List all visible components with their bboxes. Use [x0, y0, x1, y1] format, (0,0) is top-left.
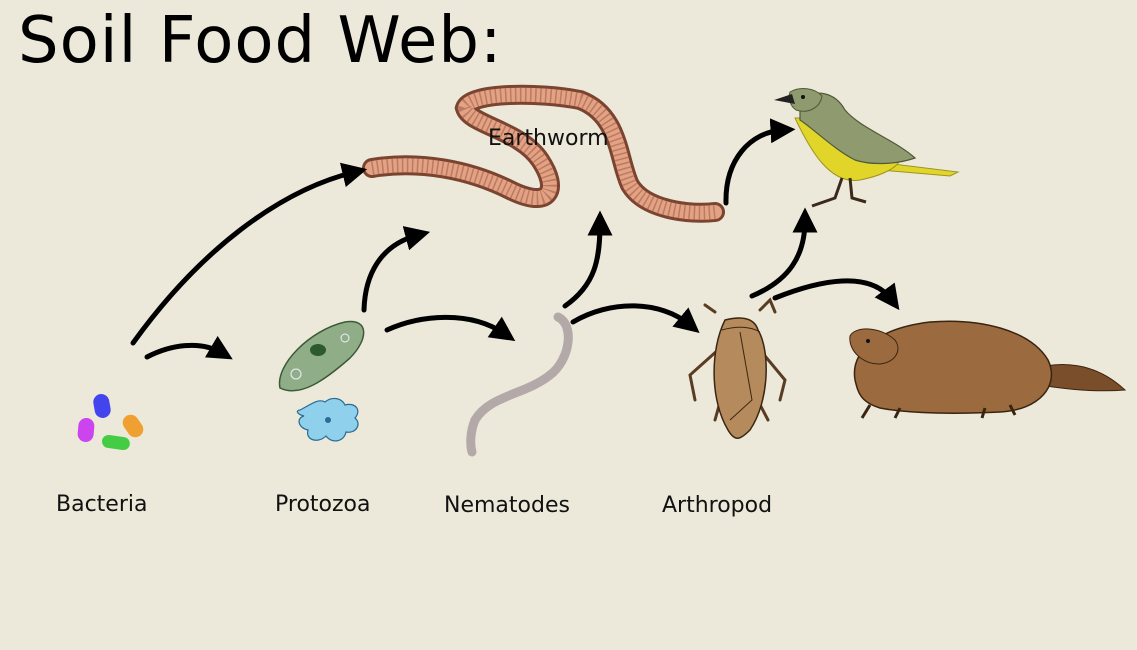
- arrow-nematodes-to-earthworm: [562, 210, 613, 309]
- earthworm-icon: [362, 84, 725, 223]
- arrow-arthropod-to-groundhog: [772, 278, 900, 311]
- arrow-protozoa-to-nematodes: [384, 314, 516, 342]
- label-protozoa: Protozoa: [275, 492, 371, 517]
- arthropod-icon: [688, 297, 787, 439]
- label-arthropod: Arthropod: [662, 493, 773, 518]
- label-earthworm: Earthworm: [488, 126, 609, 151]
- bacteria-icon: [77, 394, 144, 451]
- nematode-icon: [466, 312, 573, 457]
- arrow-bacteria-to-earthworm: [130, 162, 368, 346]
- groundhog-icon: [849, 320, 1127, 419]
- food-web-arrows: [130, 118, 900, 360]
- label-nematodes: Nematodes: [444, 493, 570, 518]
- label-bacteria: Bacteria: [56, 492, 148, 517]
- arrow-nematodes-to-arthropod: [570, 303, 700, 333]
- page-title: Soil Food Web:: [18, 4, 503, 78]
- arrow-earthworm-to-bird: [723, 118, 796, 206]
- bird-icon: [774, 88, 960, 208]
- amoeba-icon: [296, 397, 359, 442]
- arrow-protozoa-to-earthworm: [361, 226, 431, 313]
- paramecium-icon: [278, 320, 365, 392]
- arrow-arthropod-to-bird: [749, 207, 818, 299]
- arrow-bacteria-to-protozoa: [144, 335, 233, 360]
